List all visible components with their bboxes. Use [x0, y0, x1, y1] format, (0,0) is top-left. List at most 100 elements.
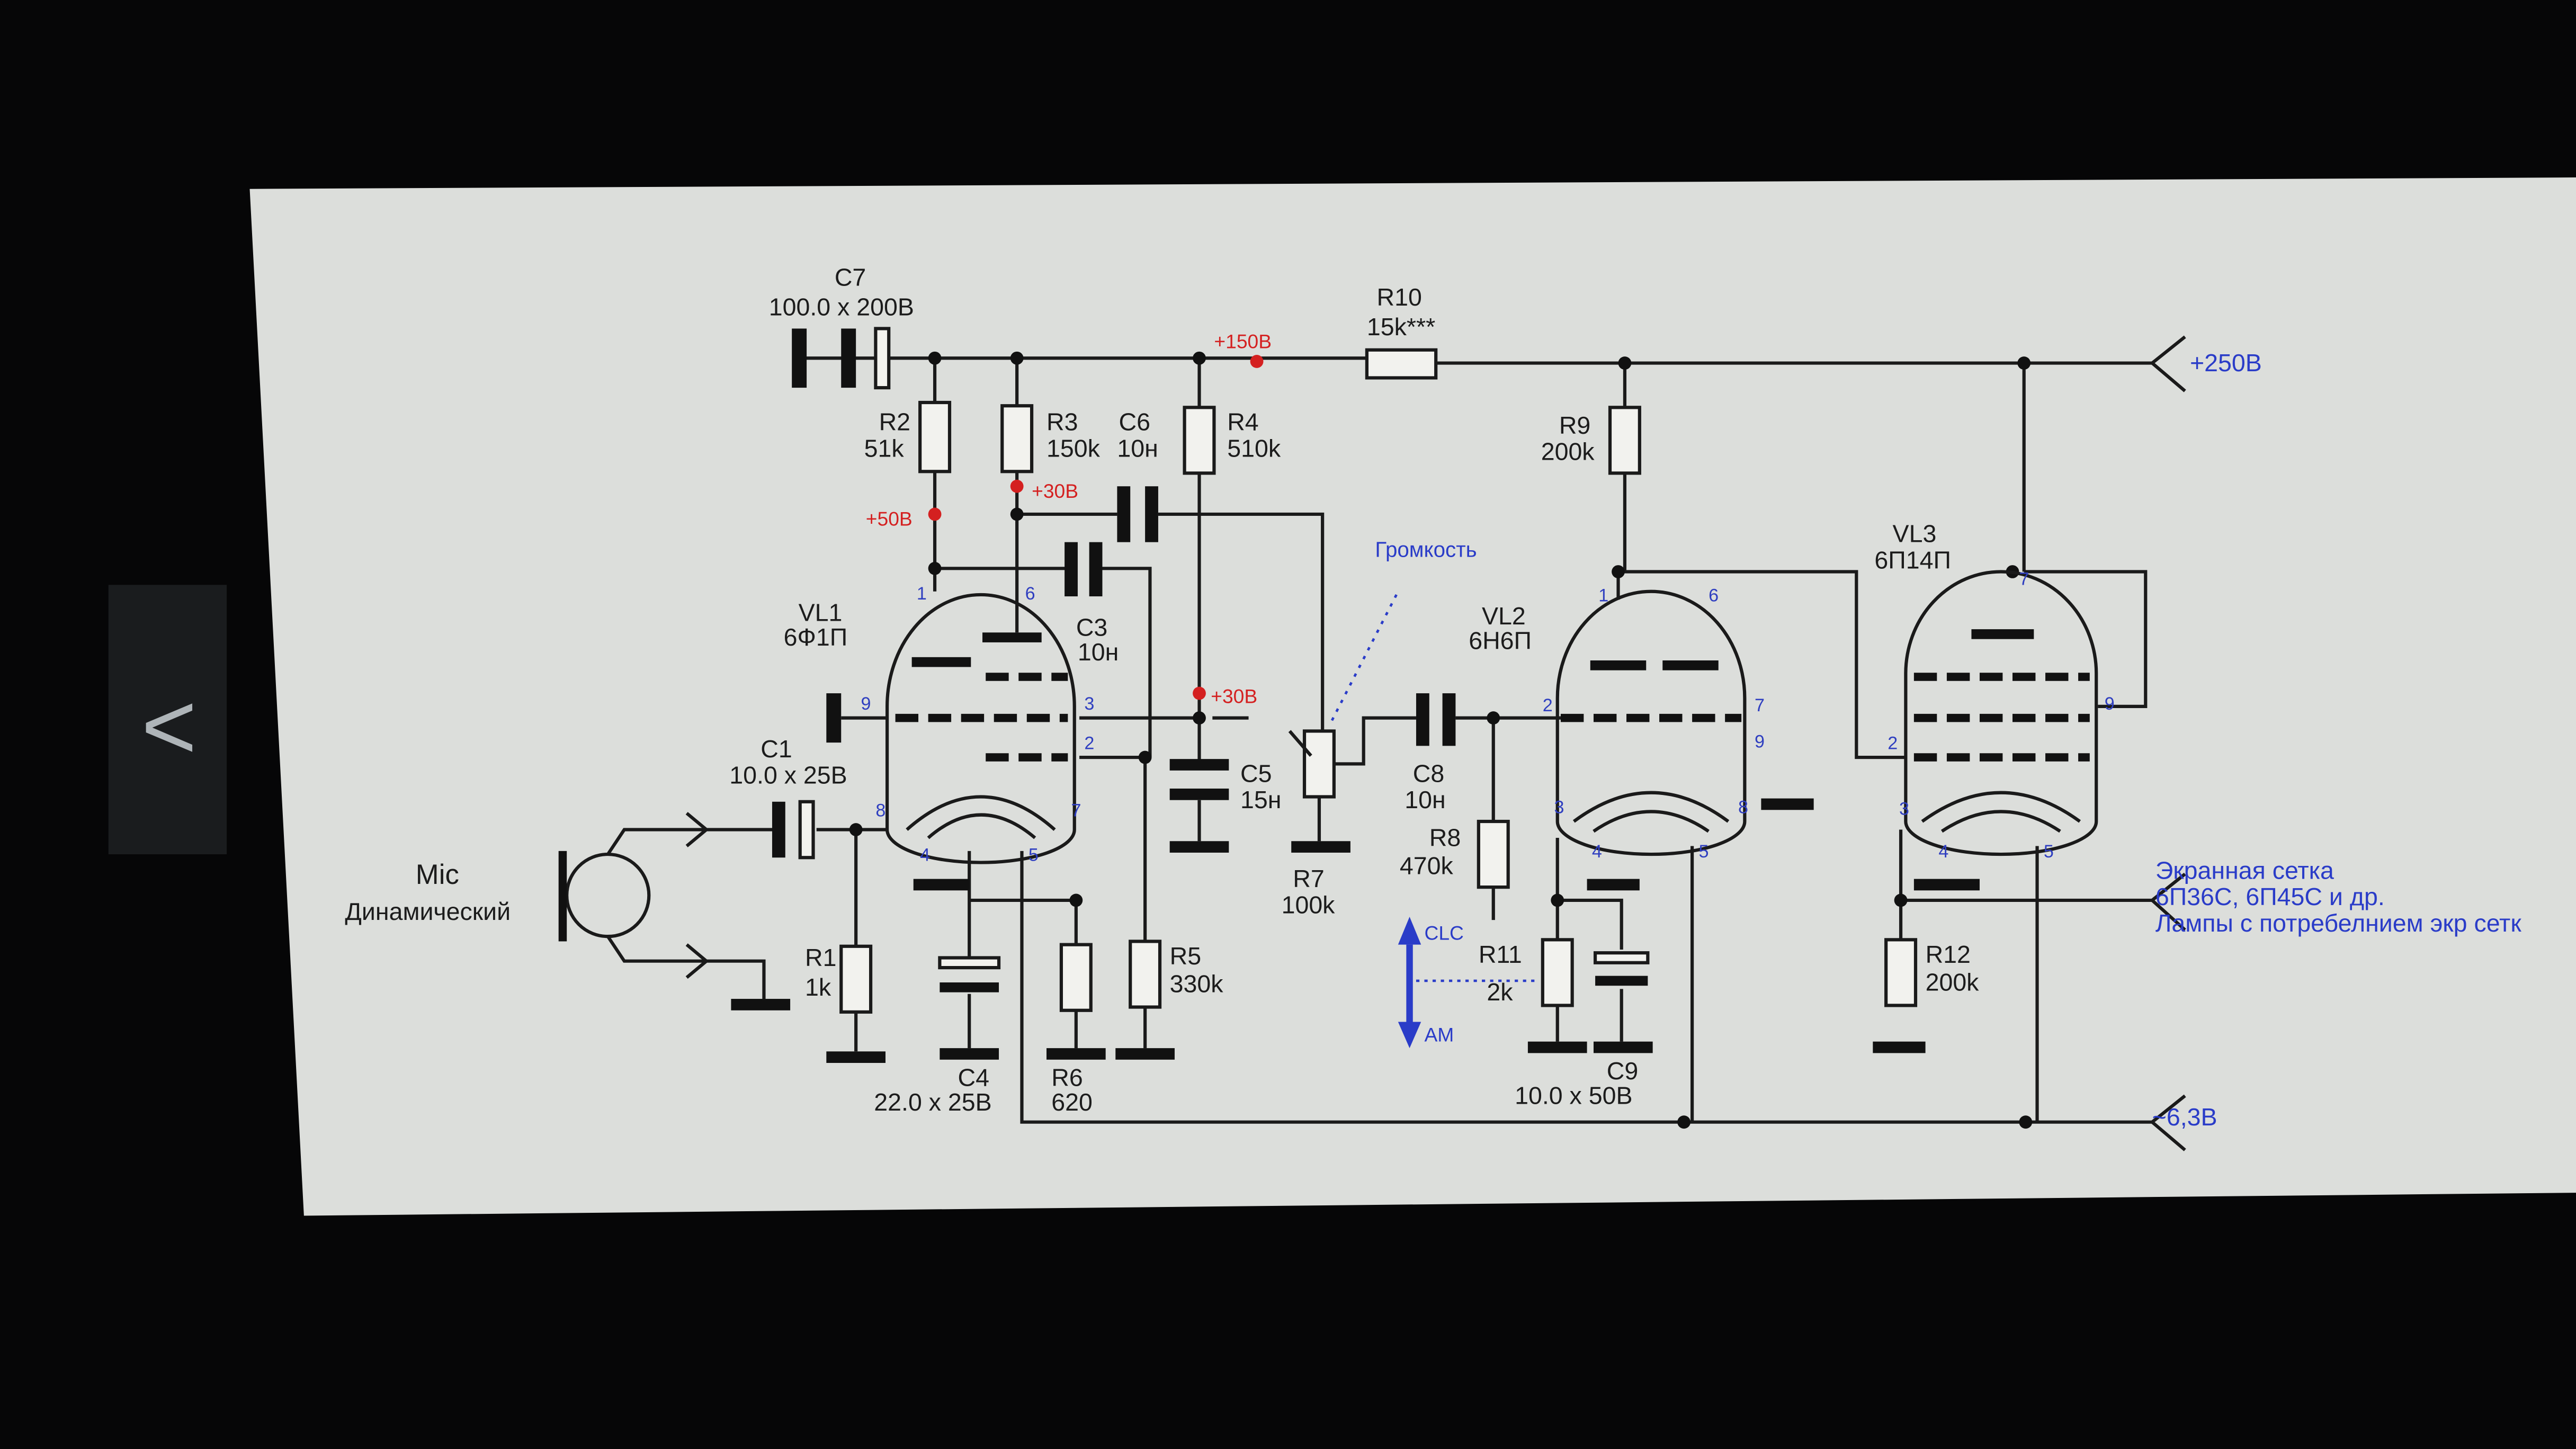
schematic-vl1-name-label: VL1 — [799, 599, 843, 627]
schematic-circle — [1551, 893, 1564, 907]
chevron-left-icon: < — [141, 673, 197, 780]
vl2-tube — [1555, 589, 1747, 856]
schematic-r8-value-label: 470k — [1400, 852, 1454, 879]
schematic-c5-value-label: 15н — [1240, 786, 1281, 813]
c7-plate — [792, 328, 807, 388]
schematic-rect — [1593, 1041, 1653, 1053]
schematic-pins-vl2-0-label: 1 — [1598, 585, 1608, 605]
c3-capacitor — [1065, 542, 1078, 597]
schematic-rect — [826, 693, 842, 743]
schematic-rect — [1662, 660, 1719, 670]
schematic-c3-value-label: 10н — [1078, 638, 1119, 666]
schematic-c5-name-label: C5 — [1240, 760, 1272, 788]
back-button[interactable]: < — [108, 585, 227, 855]
schematic-c4-name-label: C4 — [958, 1063, 989, 1091]
schematic-c9-name-label: C9 — [1607, 1057, 1638, 1085]
schematic-pins-vl2-7-label: 4 — [1592, 842, 1602, 862]
schematic-rect — [1442, 693, 1456, 746]
schematic-path — [1921, 791, 2081, 833]
schematic-circle — [1677, 1115, 1690, 1129]
schematic-r12-value-label: 200k — [1926, 969, 1980, 996]
schematic-circle — [928, 507, 942, 521]
schematic-voltages-v50-label: +50В — [866, 508, 913, 530]
schematic-c8-name-label: C8 — [1413, 760, 1444, 788]
schematic-rect — [826, 1051, 885, 1063]
schematic-vl3-value-label: 6П14П — [1874, 546, 1951, 574]
schematic-rect — [1761, 798, 1814, 810]
schematic-pins-vl1-0-label: 1 — [917, 584, 927, 604]
r7-potentiometer — [1302, 729, 1336, 799]
schematic-rect — [911, 657, 971, 667]
schematic-rect — [1527, 1041, 1587, 1053]
schematic-r3-value-label: 150k — [1046, 434, 1101, 462]
c6-capacitor — [1117, 486, 1131, 542]
schematic-path — [1572, 791, 1730, 833]
schematic-screen_note-1-label: 6П36С, 6П45С и др. — [2155, 883, 2385, 910]
schematic-pins-vl2-8-label: 5 — [1699, 842, 1709, 862]
schematic-c7-value-label: 100.0 x 200В — [769, 293, 914, 321]
schematic-voltages-v30a-label: +30В — [1032, 480, 1078, 502]
schematic-r3-name-label: R3 — [1046, 408, 1078, 436]
schematic-path — [1555, 589, 1747, 856]
schematic-vl2-value-label: 6Н6П — [1469, 627, 1532, 654]
vl1-tube — [885, 593, 1076, 864]
schematic-r2-value-label: 51k — [864, 434, 905, 462]
r11-potentiometer — [1541, 938, 1574, 1007]
schematic-r7-name-label: R7 — [1293, 865, 1324, 892]
r6-resistor — [1059, 943, 1093, 1012]
schematic-rect — [798, 800, 815, 860]
schematic-path — [1555, 838, 1694, 1122]
schematic-pins-vl1-5-label: 8 — [875, 801, 885, 821]
schematic-rect — [940, 982, 999, 992]
schematic-rect — [1046, 1048, 1106, 1060]
r8-resistor — [1477, 819, 1510, 889]
schematic-rect — [1971, 629, 2034, 639]
schematic-pins-vl2-4-label: 9 — [1755, 731, 1765, 752]
r1-resistor — [839, 944, 873, 1014]
schematic-volume-label: Громкость — [1375, 538, 1477, 562]
schematic-circle — [1069, 893, 1083, 907]
schematic-circle — [928, 561, 942, 575]
schematic-r11-value-label: 2k — [1487, 978, 1513, 1006]
schematic-circle — [1193, 711, 1206, 724]
schematic-r11-name-label: R11 — [1479, 941, 1522, 968]
schematic-rect — [913, 879, 970, 891]
schematic-r9-value-label: 200k — [1541, 438, 1595, 466]
schematic-supply_250-label: +250В — [2190, 349, 2262, 377]
schematic-r8-name-label: R8 — [1429, 824, 1461, 852]
schematic-pins-vl1-2-label: 9 — [861, 694, 871, 714]
schematic-mic-value-label: Динамический — [345, 898, 511, 925]
c9-capacitor — [1593, 951, 1650, 964]
schematic-pins-vl1-8-label: 5 — [1028, 845, 1039, 865]
schematic-rect — [1913, 879, 1980, 891]
schematic-pins-vl2-1-label: 6 — [1709, 585, 1719, 605]
schematic-r5-value-label: 330k — [1170, 970, 1224, 998]
schematic-path — [885, 593, 1076, 864]
schematic-r6-name-label: R6 — [1051, 1063, 1083, 1091]
schematic-c9-value-label: 10.0 x 50В — [1515, 1082, 1632, 1110]
component-labels: C7 100.0 x 200В R10 15k*** R2 51k R3 150… — [345, 264, 2521, 1131]
schematic-circle — [1894, 893, 1908, 907]
schematic-rect — [1873, 1041, 1926, 1053]
schematic-pins-vl3-1-label: 9 — [2105, 694, 2115, 714]
r4-resistor — [1183, 406, 1216, 475]
schematic-c6-name-label: C6 — [1119, 408, 1150, 436]
schematic-vl1-value-label: 6Ф1П — [784, 623, 848, 651]
schematic-vl3-name-label: VL3 — [1893, 520, 1937, 548]
schematic-pins-vl2-2-label: 2 — [1543, 695, 1553, 715]
schematic-pins-vl3-3-label: 3 — [1899, 799, 1909, 819]
schematic-rect — [940, 1048, 999, 1060]
schematic-circle — [1010, 351, 1024, 365]
schematic-path — [895, 673, 1068, 762]
schematic-circle — [1618, 356, 1632, 370]
schematic-circle — [1487, 711, 1500, 724]
schematic-path — [1616, 363, 1906, 759]
schematic-rect — [1595, 976, 1648, 986]
r2-resistor — [918, 400, 952, 473]
r9-resistor — [1608, 406, 1641, 475]
schematic-pins-vl1-7-label: 4 — [920, 845, 930, 865]
schematic-pins-vl1-1-label: 6 — [1025, 584, 1035, 604]
schematic-circle — [1612, 565, 1625, 578]
schematic-pins-vl2-3-label: 7 — [1755, 695, 1765, 715]
